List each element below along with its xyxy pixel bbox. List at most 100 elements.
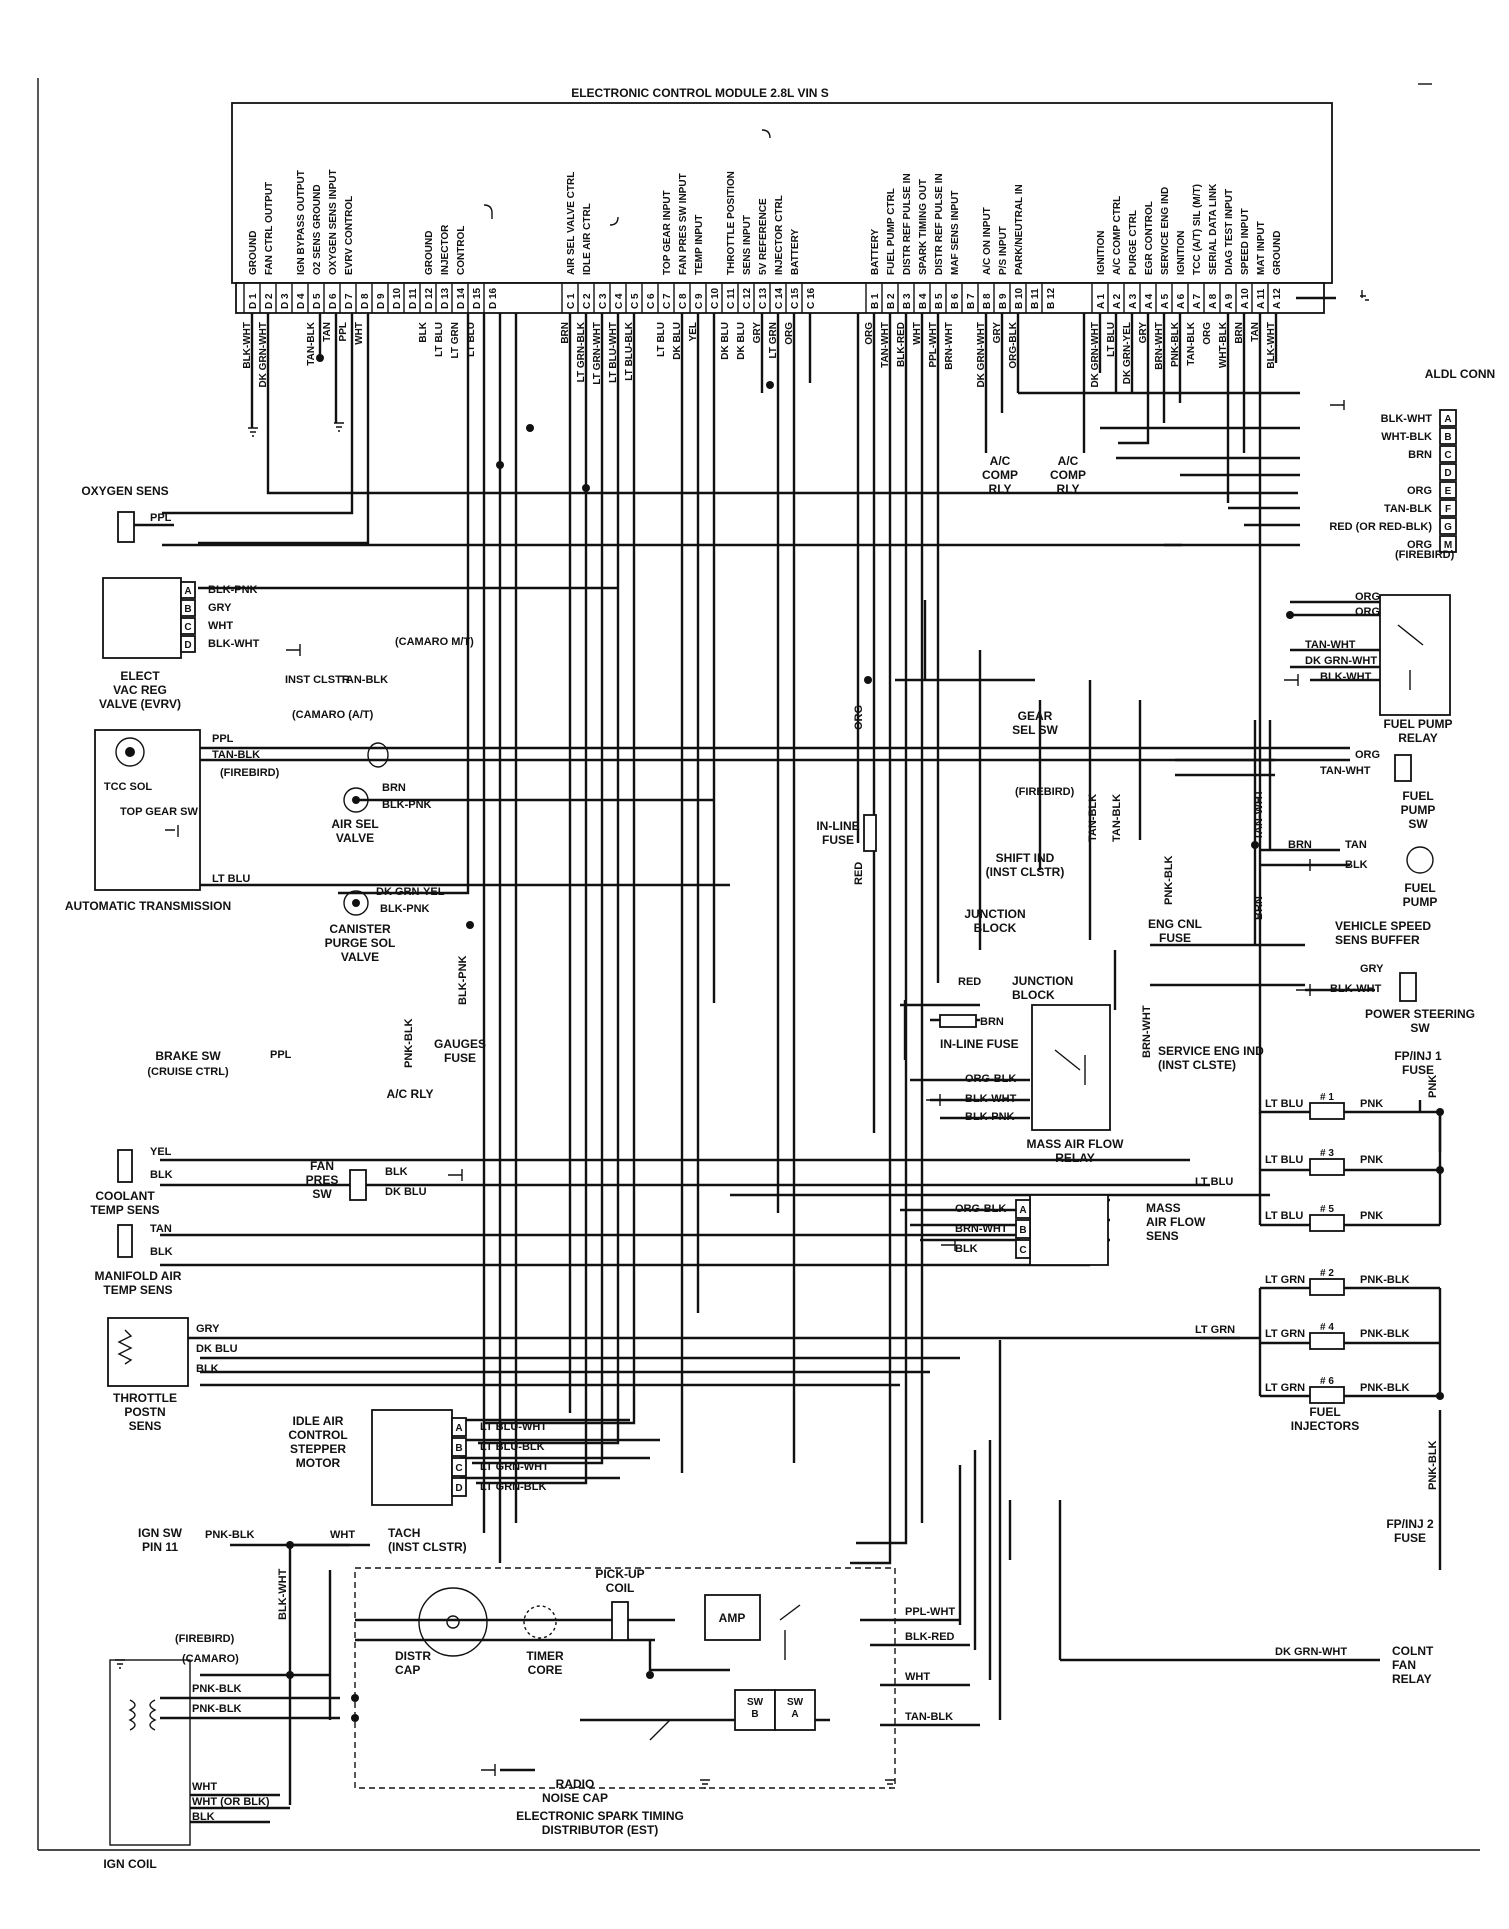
tcc-sol-label: TCC SOL	[104, 781, 153, 793]
ecm-wire-color: PNK-BLK	[1170, 321, 1181, 367]
ps-wire-gry: GRY	[1360, 963, 1384, 975]
ecm-pin-number: D 3	[280, 293, 291, 309]
aldl-pin-letter: M	[1444, 540, 1452, 551]
ecm-pin-number: B 1	[870, 293, 881, 309]
air-sel-wire-blkpnk: BLK-PNK	[382, 799, 432, 811]
inline-fuse-1	[863, 814, 877, 852]
iac-pin-letter: D	[455, 1483, 462, 1494]
ecm-wire-color: PPL	[338, 322, 349, 341]
trans-wire-ppl: PPL	[212, 733, 234, 745]
aldl-pin-box	[1439, 409, 1457, 427]
ign-sw-wire: PNK-BLK	[205, 1529, 255, 1541]
ecm-pin-function: A/C ON INPUT	[982, 207, 993, 275]
aldl-wire-label: BRN	[1408, 449, 1432, 461]
coil-wire-5: BLK	[192, 1811, 215, 1823]
ecm-pin-number: D 13	[440, 287, 451, 309]
ecm-pin-number: B 5	[934, 293, 945, 309]
service-eng-ind: SERVICE ENG IND(INST CLSTE)	[1158, 1044, 1264, 1072]
ecm-wire-color: YEL	[688, 322, 699, 341]
maf-relay-box	[1031, 1004, 1111, 1131]
ecm-pin-number: C 8	[678, 293, 689, 309]
ecm-wire-color: GRY	[992, 322, 1003, 344]
ecm-pin-function: GROUND	[1272, 231, 1283, 275]
tan-blk-v1: TAN-BLK	[1087, 794, 1099, 842]
maf-relay-wire-2: BLK-WHT	[965, 1093, 1017, 1105]
amp-label: AMP	[719, 1611, 746, 1625]
injector-out-wire: PNK	[1360, 1098, 1383, 1110]
ecm-pin-number: D 8	[360, 293, 371, 309]
ecm-pin-function: MAF SENS INPUT	[950, 191, 961, 275]
ecm-pin-number: B 8	[982, 293, 993, 309]
ecm-pin-number: B 6	[950, 293, 961, 309]
aldl-pin-box	[1439, 517, 1457, 535]
ecm-pin-function: DIAG TEST INPUT	[1224, 189, 1235, 275]
ecm-wire-color: TAN-WHT	[880, 322, 891, 368]
ecm-pin-number: B 9	[998, 293, 1009, 309]
ecm-pin-number: D 11	[408, 288, 419, 309]
aldl-pin-letter: E	[1445, 486, 1452, 497]
ecm-pin-function: BATTERY	[790, 229, 801, 275]
aldl-pin-letter: G	[1444, 522, 1452, 533]
inline-fuse-2	[939, 1014, 977, 1028]
coolant-wire-blk: BLK	[150, 1169, 173, 1181]
brake-sw-wire: PPL	[270, 1049, 292, 1061]
ecm-pin-function: 5V REFERENCE	[758, 198, 769, 275]
ecm-pin-function: BATTERY	[870, 229, 881, 275]
evrv-wire-label: BLK-WHT	[208, 638, 260, 650]
ecm-pin-number: B 3	[902, 293, 913, 309]
pnk-blk-vertical-2: PNK-BLK	[1427, 1440, 1439, 1490]
ecm-wire-color: WHT-BLK	[1218, 321, 1229, 368]
ecm-wire-color: DK BLU	[736, 322, 747, 360]
injector-number: # 1	[1320, 1092, 1334, 1103]
injector-number: # 6	[1320, 1376, 1334, 1387]
ecm-pin-number: A 9	[1224, 293, 1235, 309]
injector-brace	[483, 204, 493, 219]
iac-wire-label: LT GRN-BLK	[480, 1481, 546, 1493]
automatic-transmission: TCC SOL TOP GEAR SW PPL TAN-BLK LT BLU A…	[65, 729, 260, 913]
injector-in-wire: LT GRN	[1265, 1328, 1305, 1340]
injector-box	[1309, 1278, 1345, 1296]
maf-pin-box	[1015, 1199, 1031, 1219]
brake-sw-sub: (CRUISE CTRL)	[147, 1066, 229, 1078]
aldl-title: ALDL CONN	[1425, 367, 1495, 381]
maf-pin-letter: C	[1019, 1245, 1026, 1256]
coil-wire-2: PNK-BLK	[192, 1703, 242, 1715]
iac-wire-label: LT BLU-WHT	[480, 1421, 547, 1433]
fp-sw-wire-2: TAN-WHT	[1320, 765, 1371, 777]
aldl-pin-letter: F	[1445, 504, 1451, 515]
maf-pin-letter: B	[1019, 1225, 1026, 1236]
ecm-pin-number: D 2	[264, 293, 275, 309]
blk-pnk-vertical: BLK-PNK	[457, 955, 469, 1005]
dist-wire-2: BLK-RED	[905, 1631, 955, 1643]
coil-wire-1: PNK-BLK	[192, 1683, 242, 1695]
brake-sw-label: BRAKE SW	[155, 1049, 221, 1063]
injector-box	[1309, 1332, 1345, 1350]
ecm-wire-color: WHT	[912, 322, 923, 345]
oxygen-wire-label: PPL	[150, 512, 172, 524]
fp-relay-wire-4: DK GRN-WHT	[1305, 655, 1377, 667]
ecm-wire-color: DK GRN-WHT	[1090, 322, 1101, 388]
maf-pin-box	[1015, 1239, 1031, 1259]
fuel-pump-wire-blk: BLK	[1345, 859, 1368, 871]
throttle-wire-dkblu: DK BLU	[196, 1343, 238, 1355]
ecm-wire-color: LT BLU-WHT	[608, 322, 619, 383]
ecm-pin-function: PURGE CTRL	[1128, 210, 1139, 275]
iac-wire-label: LT BLU-BLK	[480, 1441, 545, 1453]
ecm-wire-color: BLK-WHT	[1266, 322, 1277, 369]
ecm-wire-color: BRN-WHT	[1154, 322, 1165, 370]
ecm-pin-number: C 14	[774, 287, 785, 309]
ecm-pin-number: A 1	[1096, 293, 1107, 309]
ecm-wire-color: LT BLU	[434, 322, 445, 357]
ecm-wire-color: DK BLU	[672, 322, 683, 360]
aldl-pin-box	[1439, 481, 1457, 499]
ecm-pin-number: C 11	[726, 288, 737, 309]
